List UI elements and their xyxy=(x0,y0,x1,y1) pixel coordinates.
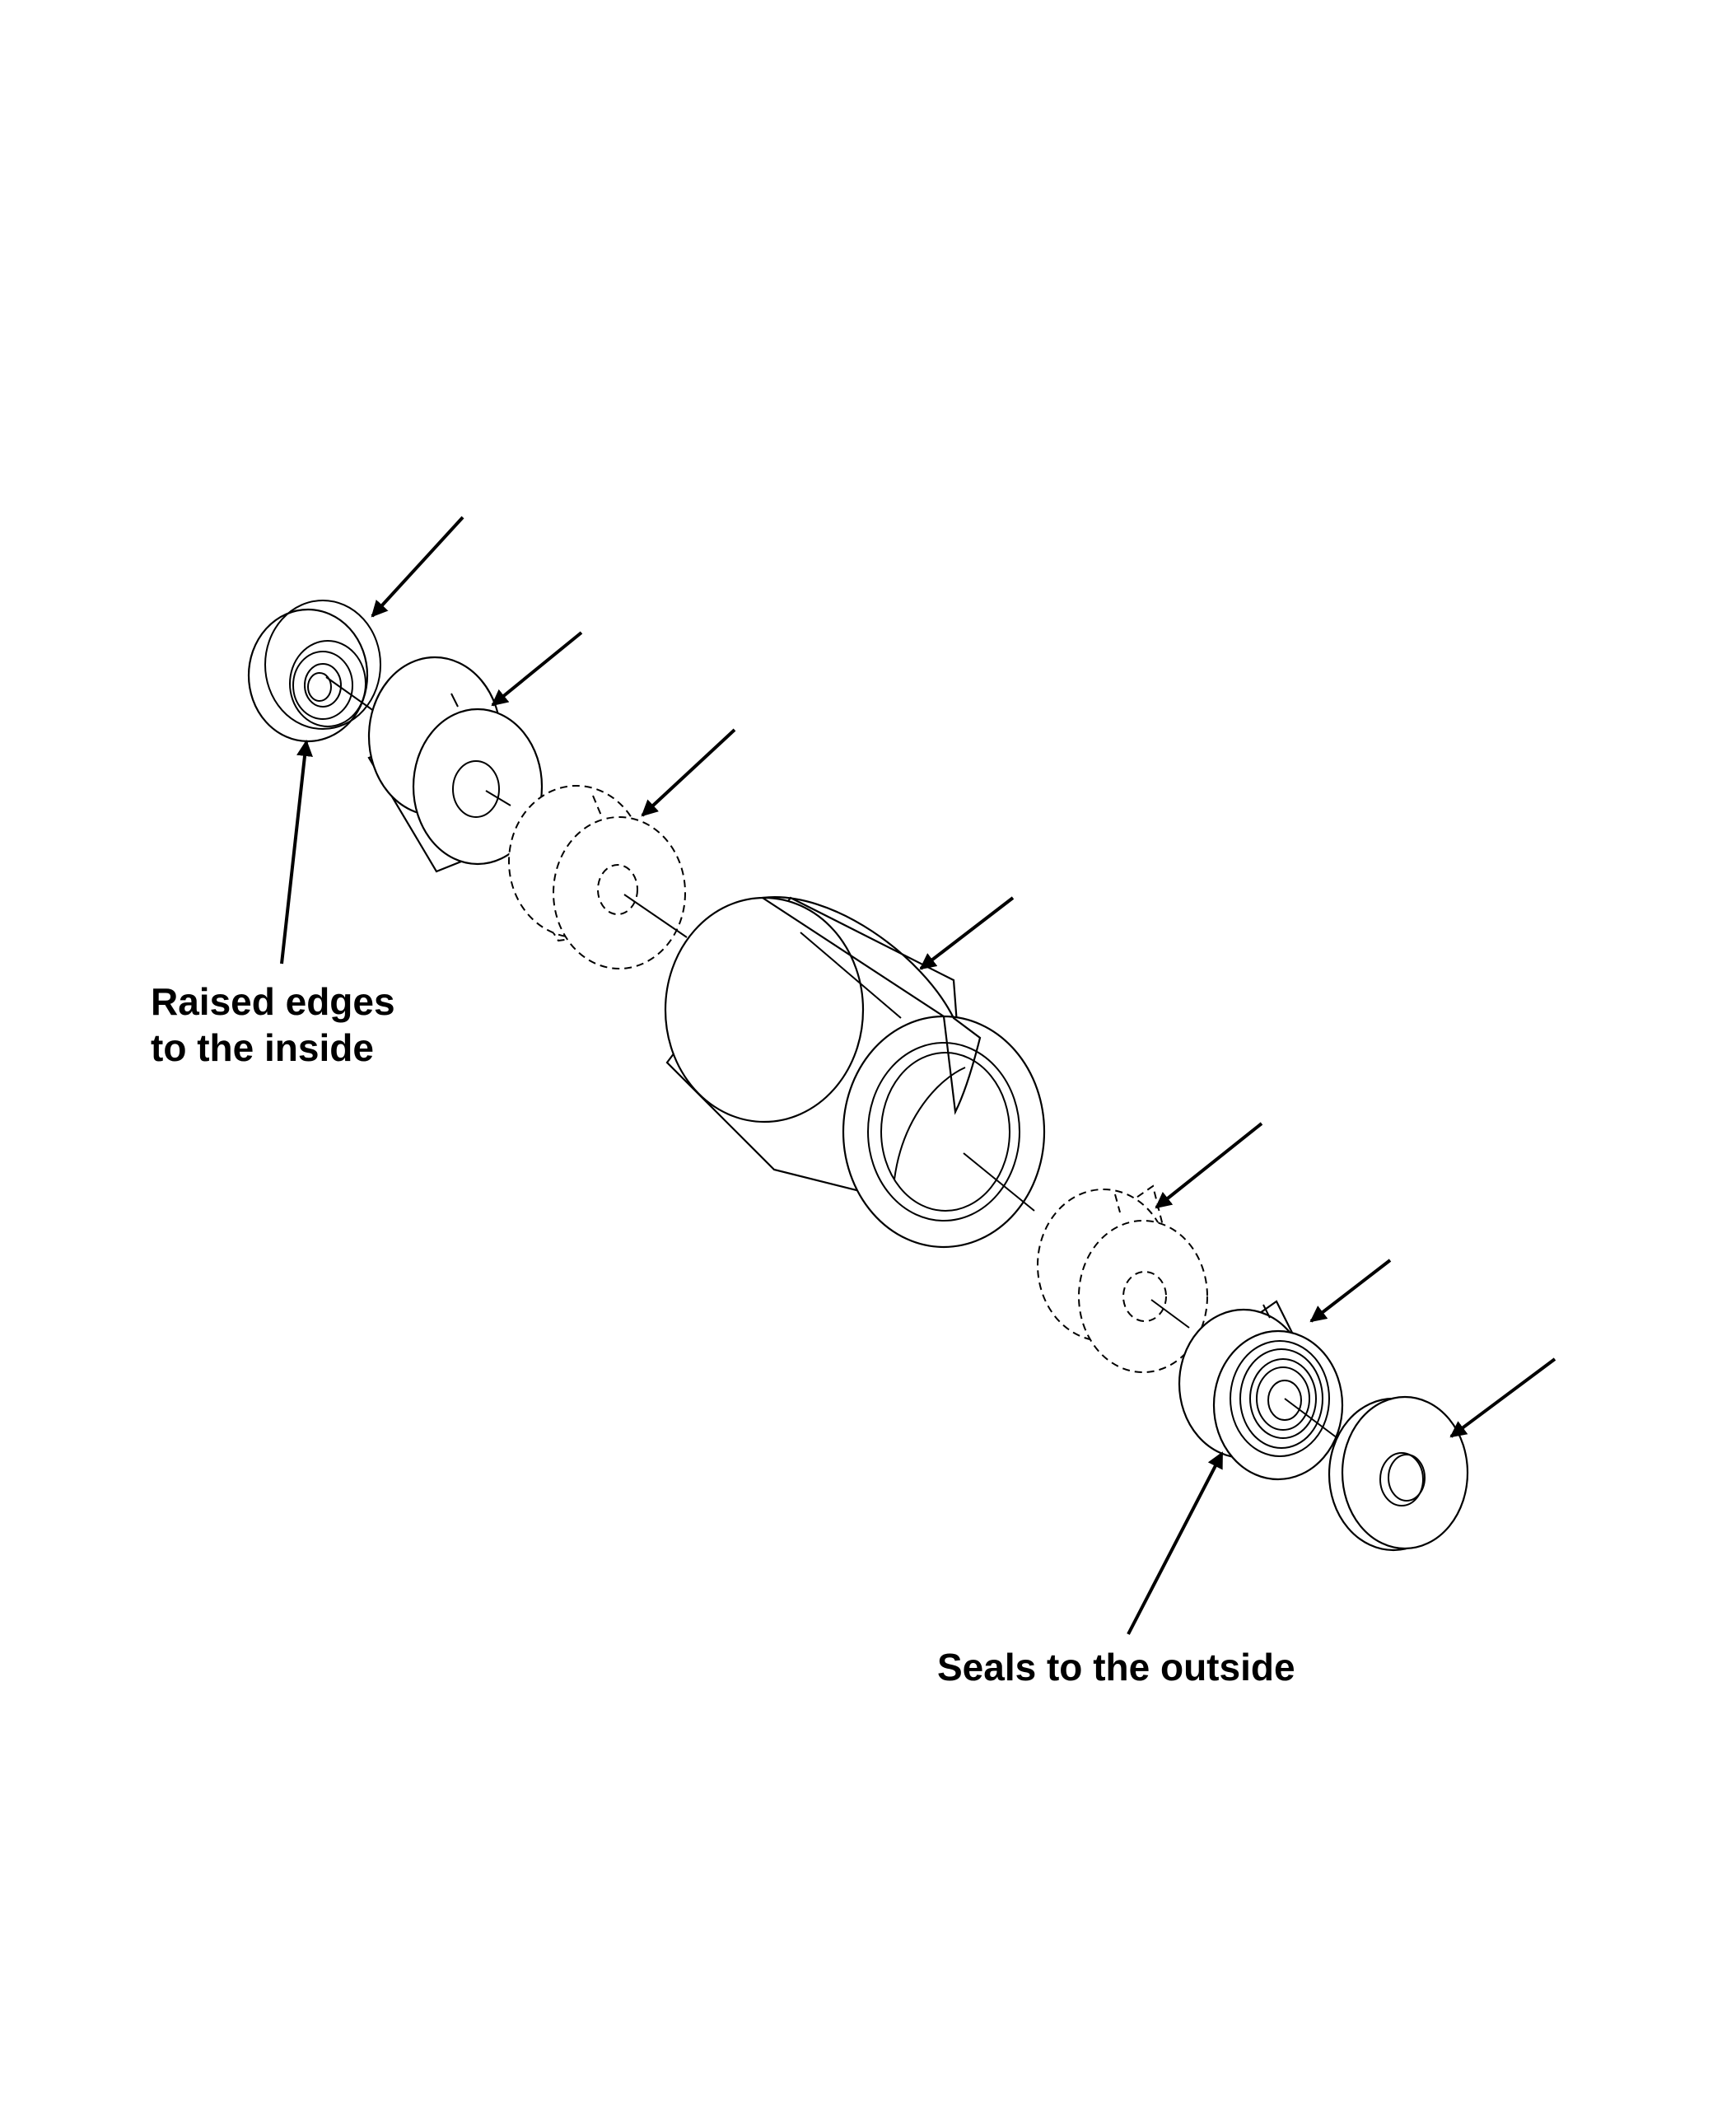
left-bearing-part xyxy=(247,600,381,743)
leader-arrow-main-housing xyxy=(919,896,1015,970)
leader-arrow-left-bearing xyxy=(371,516,464,618)
main-housing-part xyxy=(664,896,1046,1249)
callout-leader-raised-edges xyxy=(280,740,313,965)
leader-arrow-left-spacer xyxy=(491,631,583,707)
callout-raised-edges-line1: Raised edges xyxy=(151,980,395,1023)
leader-arrow-right-bushing xyxy=(1155,1122,1263,1209)
left-bushing-part xyxy=(508,785,688,969)
callout-raised-edges: Raised edges to the inside xyxy=(151,979,395,1071)
callout-raised-edges-line2: to the inside xyxy=(151,1026,374,1069)
leader-arrow-left-bushing xyxy=(641,728,736,817)
right-bushing-part xyxy=(1037,1184,1208,1373)
right-sealed-bearing-part xyxy=(1178,1300,1345,1481)
callout-seals-line1: Seals to the outside xyxy=(937,1646,1295,1689)
callout-leader-seals xyxy=(1127,1451,1224,1635)
washer-part xyxy=(1328,1395,1469,1552)
leader-arrow-washer xyxy=(1449,1357,1556,1438)
leader-arrow-right-sealed-bearing xyxy=(1309,1259,1392,1323)
callout-seals-outside: Seals to the outside xyxy=(937,1644,1295,1690)
